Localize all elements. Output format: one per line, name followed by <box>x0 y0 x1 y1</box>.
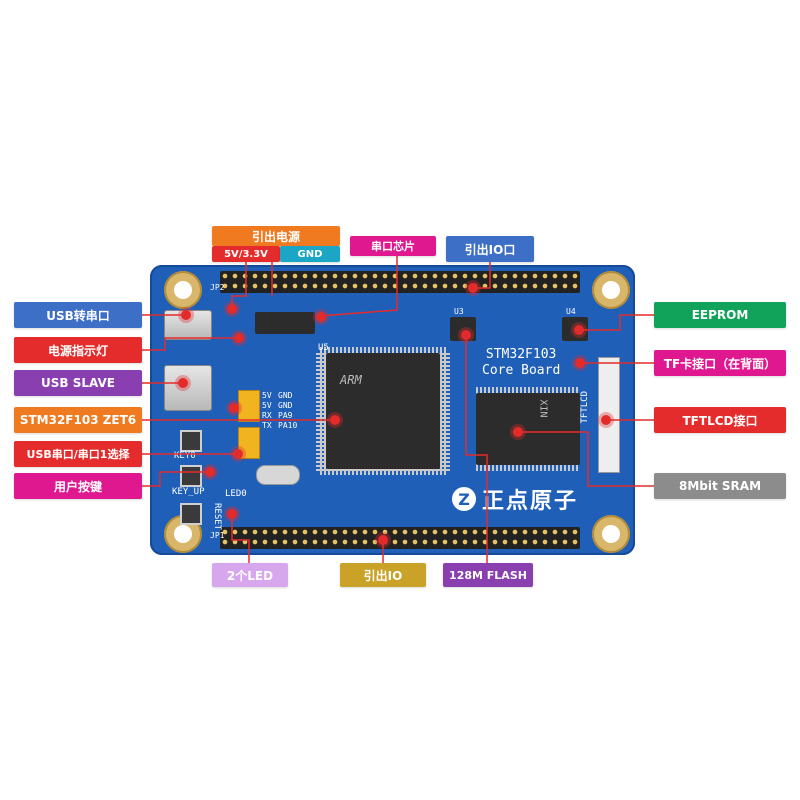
mount-hole-top-left <box>164 271 202 309</box>
marker-uart-select <box>233 449 243 459</box>
label-user-keys: 用户按键 <box>14 473 142 499</box>
marker-mcu <box>330 415 340 425</box>
marker-power-led <box>234 333 244 343</box>
silk-keyup: KEY_UP <box>172 487 205 497</box>
label-tf-card: TF卡接口（在背面） <box>654 350 786 376</box>
sram-chip: XIN <box>476 393 580 465</box>
label-usb-uart: USB转串口 <box>14 302 142 328</box>
silk-jp1: JP1 <box>210 531 225 540</box>
label-io-out-top: 引出IO口 <box>446 236 534 262</box>
pin-label: 5V <box>262 391 272 400</box>
marker-usb-slave <box>178 378 188 388</box>
marker-uart-chip <box>316 312 326 322</box>
label-power-gnd: GND <box>280 246 340 262</box>
pin-label: PA10 <box>278 421 298 430</box>
pin-label: 5V <box>262 401 272 410</box>
uart-select-jumper <box>238 427 260 459</box>
marker-jumper <box>229 403 239 413</box>
mount-hole-top-right <box>592 271 630 309</box>
pin-label: GND <box>278 391 293 400</box>
crystal <box>256 465 300 485</box>
reset-button <box>180 503 202 525</box>
core-board: KEY0 KEY_UP RESET LED0 JP2 JP1 5V 5V RX … <box>150 265 635 555</box>
silk-u4: U4 <box>566 307 576 316</box>
pin-label: TX <box>262 421 272 430</box>
label-io-out-bottom: 引出IO <box>340 563 426 587</box>
jumper-pin-labels-right: GND GND PA9 PA10 <box>278 391 297 431</box>
pin-label: RX <box>262 411 272 420</box>
label-usb-slave: USB SLAVE <box>14 370 142 396</box>
marker-tftlcd <box>601 415 611 425</box>
marker-usb-uart <box>181 310 191 320</box>
pin-label: PA9 <box>278 411 293 420</box>
label-sram: 8Mbit SRAM <box>654 473 786 499</box>
marker-power <box>227 304 237 314</box>
silk-reset: RESET <box>212 503 222 531</box>
key0-button <box>180 430 202 452</box>
bottom-header-pins <box>220 527 580 549</box>
brand-name: 正点原子 <box>482 489 579 514</box>
board-title-line1: STM32F103 <box>485 347 557 362</box>
silk-key0: KEY0 <box>174 451 196 461</box>
label-leds: 2个LED <box>212 563 288 587</box>
marker-tf-card <box>575 358 585 368</box>
label-usb-uart-select: USB串口/串口1选择 <box>14 441 142 467</box>
label-power-out: 引出电源 <box>212 226 340 246</box>
marker-io-top <box>468 283 478 293</box>
usb-slave-connector <box>164 365 212 411</box>
label-power-led: 电源指示灯 <box>14 337 142 363</box>
label-uart-chip: 串口芯片 <box>350 236 436 256</box>
marker-leds <box>227 509 237 519</box>
marker-user-keys <box>205 467 215 477</box>
silk-u3: U3 <box>454 307 464 316</box>
mount-hole-bottom-right <box>592 515 630 553</box>
board-title: STM32F103 Core Board <box>482 347 560 379</box>
pin-label: GND <box>278 401 293 410</box>
label-mcu: STM32F103 ZET6 <box>14 407 142 433</box>
label-eeprom: EEPROM <box>654 302 786 328</box>
marker-io-bottom <box>378 535 388 545</box>
brand-mark-icon: Z <box>452 487 476 511</box>
jumper-pin-labels: 5V 5V RX TX <box>262 391 272 431</box>
label-tftlcd: TFTLCD接口 <box>654 407 786 433</box>
mcu-marking: ARM <box>340 373 362 387</box>
board-title-line2: Core Board <box>482 363 561 378</box>
label-flash: 128M FLASH <box>443 563 533 587</box>
keyup-button <box>180 465 202 487</box>
marker-sram <box>513 427 523 437</box>
marker-eeprom <box>574 325 584 335</box>
silk-led0: LED0 <box>225 489 247 499</box>
label-power-5v: 5V/3.3V <box>212 246 280 262</box>
uart-chip <box>255 312 315 334</box>
silk-u5: U5 <box>318 343 329 353</box>
marker-flash <box>461 330 471 340</box>
mcu-chip: ARM <box>326 353 440 469</box>
brand-logo: Z 正点原子 <box>452 483 578 515</box>
silk-jp2: JP2 <box>210 283 225 292</box>
